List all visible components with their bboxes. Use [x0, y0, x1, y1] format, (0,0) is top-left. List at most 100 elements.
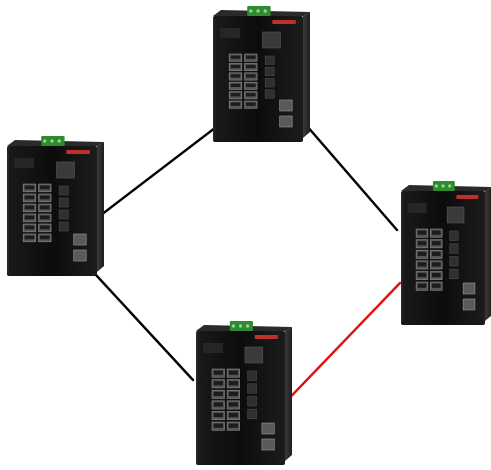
rj45-port-socket — [228, 402, 239, 407]
console-port-icon — [446, 206, 465, 224]
uplink-port-icon — [73, 249, 87, 262]
link-left-top — [82, 116, 230, 230]
rj45-port-socket — [230, 55, 241, 59]
rj45-port-socket — [246, 74, 256, 78]
uplink-port-icon — [261, 438, 275, 451]
uplink-port-icon — [279, 115, 293, 128]
led-panel — [220, 28, 240, 38]
sfp-slot-icon — [58, 209, 69, 220]
switch-side-panel — [303, 12, 310, 138]
rj45-port-socket — [417, 241, 427, 246]
switch-side-panel — [485, 187, 491, 321]
rj45-port-socket — [40, 225, 50, 230]
rj45-port-socket — [24, 235, 35, 240]
terminal-screw — [231, 324, 235, 328]
console-port-icon — [244, 346, 264, 364]
rj45-port-socket — [230, 64, 241, 69]
rj45-port-socket — [213, 423, 223, 428]
terminal-screw — [441, 184, 445, 188]
rj45-port-socket — [40, 215, 50, 220]
terminal-screw — [263, 9, 267, 13]
console-port-icon — [262, 31, 281, 49]
terminal-screw — [50, 139, 54, 143]
uplink-port-icon — [462, 298, 476, 311]
terminal-screw — [434, 184, 438, 188]
rj45-port-socket — [431, 283, 441, 288]
rj45-port-socket — [431, 241, 441, 246]
sfp-slot-icon — [264, 89, 275, 99]
sfp-slot-icon — [264, 78, 275, 88]
switch-top-icon — [213, 6, 310, 142]
rj45-port-socket — [246, 83, 256, 88]
switch-right-icon — [401, 181, 491, 325]
console-port-icon — [56, 161, 75, 179]
link-left-bottom — [82, 260, 195, 382]
rj45-port-socket — [246, 55, 256, 59]
rj45-port-socket — [228, 391, 239, 396]
terminal-screw — [238, 324, 243, 328]
rj45-port-socket — [213, 370, 223, 375]
sfp-slot-icon — [449, 230, 459, 241]
terminal-screw — [256, 9, 260, 13]
link-bottom-right-redundant — [274, 281, 402, 414]
rj45-port-socket — [417, 262, 427, 267]
link-top-right — [298, 116, 399, 232]
terminal-screw — [43, 139, 47, 143]
uplink-port-icon — [73, 233, 87, 246]
terminal-screw — [57, 139, 61, 143]
terminal-screw — [246, 324, 250, 328]
sfp-slot-icon — [58, 185, 69, 196]
rj45-port-socket — [246, 64, 256, 69]
rj45-port-socket — [40, 235, 50, 240]
rj45-port-socket — [213, 381, 223, 386]
rj45-port-socket — [431, 262, 441, 267]
switch-side-panel — [97, 142, 104, 272]
rj45-port-socket — [213, 402, 223, 407]
uplink-port-icon — [279, 99, 293, 112]
rj45-port-socket — [230, 74, 241, 78]
rj45-port-socket — [40, 205, 50, 210]
led-panel — [14, 158, 34, 168]
rj45-port-socket — [228, 370, 239, 375]
uplink-port-icon — [261, 422, 275, 435]
sfp-slot-icon — [247, 383, 257, 394]
rj45-port-socket — [228, 412, 239, 418]
brand-label-strip — [272, 20, 296, 24]
rj45-port-socket — [417, 283, 427, 288]
brand-label-strip — [456, 195, 479, 199]
rj45-port-socket — [228, 423, 239, 428]
sfp-slot-icon — [58, 197, 69, 208]
rj45-port-socket — [40, 195, 50, 200]
rj45-port-socket — [431, 230, 441, 235]
sfp-slot-icon — [247, 408, 257, 420]
led-panel — [407, 203, 427, 213]
rj45-port-socket — [230, 102, 241, 106]
rj45-port-socket — [213, 391, 223, 396]
uplink-port-icon — [462, 282, 476, 295]
switch-side-panel — [285, 327, 292, 461]
rj45-port-socket — [24, 215, 35, 220]
brand-label-strip — [254, 335, 278, 339]
led-panel — [203, 343, 223, 353]
sfp-slot-icon — [449, 268, 459, 280]
brand-label-strip — [66, 150, 90, 154]
terminal-screw — [448, 184, 452, 188]
terminal-screw — [249, 9, 253, 13]
nodes-layer — [7, 6, 491, 465]
rj45-port-socket — [230, 83, 241, 88]
rj45-port-socket — [228, 381, 239, 386]
rj45-port-socket — [246, 102, 256, 106]
rj45-port-socket — [40, 185, 50, 190]
sfp-slot-icon — [58, 221, 69, 232]
switch-bottom-icon — [196, 321, 292, 465]
rj45-port-socket — [24, 205, 35, 210]
rj45-port-socket — [213, 412, 223, 418]
rj45-port-socket — [24, 185, 35, 190]
rj45-port-socket — [431, 251, 441, 256]
rj45-port-socket — [24, 225, 35, 230]
rj45-port-socket — [246, 93, 256, 97]
sfp-slot-icon — [247, 370, 257, 381]
sfp-slot-icon — [247, 396, 257, 407]
